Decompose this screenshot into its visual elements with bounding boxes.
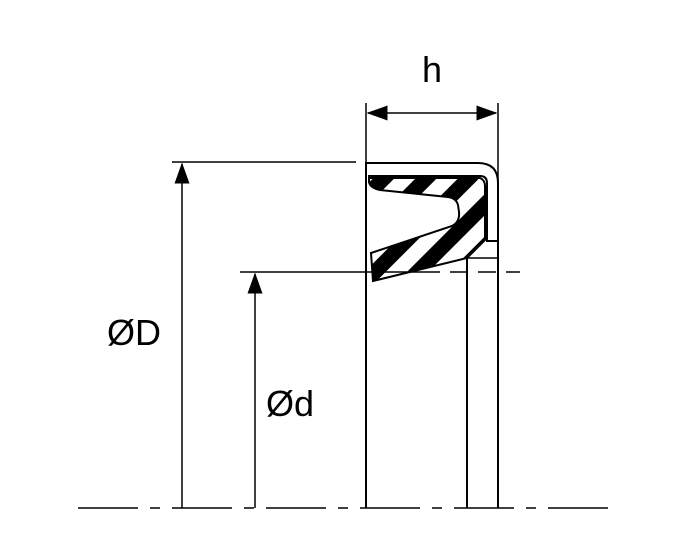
height-label: h (422, 49, 442, 90)
inner-diameter-label: Ød (266, 383, 314, 424)
rubber-lip (368, 177, 486, 283)
height-dimension: h (365, 49, 499, 185)
outer-diameter-label: ØD (107, 312, 161, 353)
outer-diameter-dimension: ØD (107, 161, 356, 508)
metal-case (365, 162, 499, 508)
inner-diameter-dimension: Ød (240, 271, 520, 508)
